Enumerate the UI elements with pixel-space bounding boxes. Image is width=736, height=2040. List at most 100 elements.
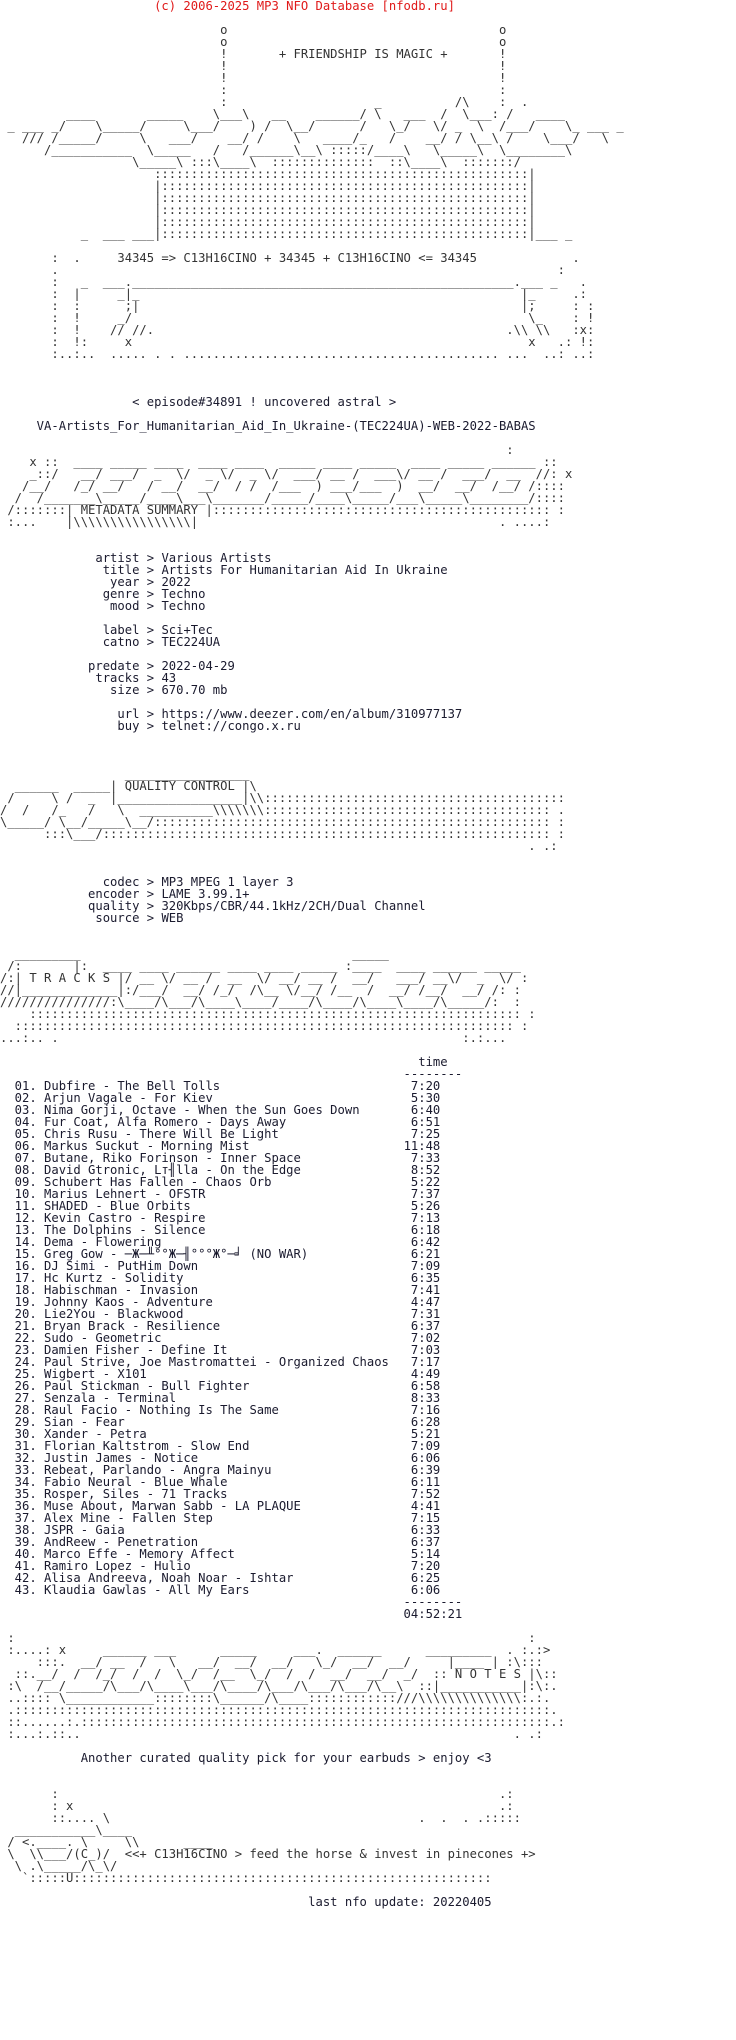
- track-title: 14. Dema - Flowering: [0, 1235, 162, 1249]
- track-row: 02. Arjun Vagale - For Kiev 5:30: [0, 1091, 441, 1105]
- track-duration: 5:14: [234, 1547, 441, 1561]
- track-duration: 6:06: [198, 1451, 441, 1465]
- track-row: 16. DJ Simi - PutHim Down 7:09: [0, 1259, 441, 1273]
- track-title: 37. Alex Mine - Fallen Step: [0, 1511, 213, 1525]
- ascii-art-footer: : .:: [0, 1787, 514, 1801]
- field-value: Artists For Humanitarian Aid In Ukraine: [161, 563, 448, 577]
- track-title: 13. The Dolphins - Silence: [0, 1223, 206, 1237]
- track-title: 32. Justin James - Notice: [0, 1451, 199, 1465]
- track-title: 33. Rebeat, Parlando - Angra Mainyu: [0, 1463, 272, 1477]
- ascii-art-logo: : | _|_ |_ .:: [0, 287, 587, 301]
- track-row: 38. JSPR - Gaia 6:33: [0, 1523, 441, 1537]
- track-duration: 7:17: [388, 1355, 441, 1369]
- track-title: 21. Bryan Brack - Resilience: [0, 1319, 221, 1333]
- field-value: TEC224UA: [161, 635, 221, 649]
- ascii-art-footer: \ \\___/(C_)/ <<+ C13H16CINO > feed the …: [0, 1847, 536, 1861]
- field-title: title > Artists For Humanitarian Aid In …: [0, 563, 448, 577]
- track-title: 09. Schubert Has Fallen - Chaos Orb: [0, 1175, 272, 1189]
- field-label: year >: [0, 575, 162, 589]
- track-title: 02. Arjun Vagale - For Kiev: [0, 1091, 213, 1105]
- track-title: 22. Sudo - Geometric: [0, 1331, 162, 1345]
- track-title: 20. Lie2You - Blackwood: [0, 1307, 184, 1321]
- field-value: MP3 MPEG 1 layer 3: [161, 875, 294, 889]
- track-row: 27. Senzala - Terminal 8:33: [0, 1391, 441, 1405]
- track-row: 37. Alex Mine - Fallen Step 7:15: [0, 1511, 441, 1525]
- track-title: 29. Sian - Fear: [0, 1415, 125, 1429]
- track-row: 10. Marius Lehnert - OFSTR 7:37: [0, 1187, 441, 1201]
- ascii-art-logo: _ ___ ___|::::::::::::::::::::::::::::::…: [0, 227, 573, 241]
- ascii-art-logo: : _ ___.________________________________…: [0, 275, 587, 289]
- track-row: 18. Habischman - Invasion 7:41: [0, 1283, 441, 1297]
- ascii-art-metadata: /__/ /_/ __/ / __/ __/ / / /___ ) ___/__…: [0, 479, 565, 493]
- track-duration: 7:31: [183, 1307, 441, 1321]
- field-codec: codec > MP3 MPEG 1 layer 3: [0, 875, 294, 889]
- track-duration: 6:21: [308, 1247, 441, 1261]
- track-row: 42. Alisa Andreeva, Noah Noar - Ishtar 6…: [0, 1571, 441, 1585]
- track-title: 04. Fur Coat, Alfa Romero - Days Away: [0, 1115, 287, 1129]
- field-buy: buy > telnet://congo.x.ru: [0, 719, 301, 733]
- track-duration: 6:11: [227, 1475, 441, 1489]
- ascii-art-logo: : ! // //. .\\ \\ :x:: [0, 323, 595, 337]
- ascii-art-logo: |:::::::::::::::::::::::::::::::::::::::…: [0, 179, 536, 193]
- track-title: 27. Senzala - Terminal: [0, 1391, 177, 1405]
- track-duration: 5:26: [190, 1199, 441, 1213]
- field-label: encoder >: [0, 887, 162, 901]
- field-label: label > Sci+Tec: [0, 623, 213, 637]
- ascii-art-logo: \_____\ :::\____\ :::::::::::::: ::\____…: [0, 155, 543, 169]
- track-row: 41. Ramiro Lopez - Hulio 7:20: [0, 1559, 441, 1573]
- track-row: 20. Lie2You - Blackwood 7:31: [0, 1307, 441, 1321]
- track-duration: 6:39: [271, 1463, 441, 1477]
- ascii-art-logo: : : ;| |; : :: [0, 299, 595, 313]
- ascii-art-tracks: /:| T R A C K S |/ __ \/ __ / __ \/ __/ …: [0, 971, 529, 985]
- ascii-art-footer: ::.... \ . . . .:::::: [0, 1811, 521, 1825]
- ascii-art-logo: ! + FRIENDSHIP IS MAGIC + !: [0, 47, 595, 61]
- ascii-art-quality-control: / \ / _ |_________________|\\:::::::::::…: [0, 791, 565, 805]
- ascii-art-quality-control: _________________: [0, 767, 250, 781]
- track-duration: 6:42: [161, 1235, 441, 1249]
- field-year: year > 2022: [0, 575, 191, 589]
- track-duration: 11:48: [249, 1139, 441, 1153]
- total-rule: --------: [0, 1595, 463, 1609]
- last-update: last nfo update: 20220405: [0, 1895, 492, 1909]
- field-label: catno >: [0, 635, 162, 649]
- track-duration: 7:03: [227, 1343, 441, 1357]
- ascii-art-notes: :...:.::.. . .:: [0, 1727, 543, 1741]
- track-title: 40. Marco Effe - Memory Affect: [0, 1547, 235, 1561]
- track-duration: 7:16: [278, 1403, 441, 1417]
- field-value: WEB: [161, 911, 184, 925]
- ascii-art-logo: /// /_____/ \ ___/ __/ / \ ____/_ / __/ …: [0, 131, 617, 145]
- ascii-art-footer: : x .:: [0, 1799, 514, 1813]
- ascii-art-footer: `:::::U:::::::::::::::::::::::::::::::::…: [0, 1871, 492, 1885]
- track-duration: 5:22: [271, 1175, 441, 1189]
- ascii-art-notes: :\ /__/_____/\___/\____\___/\____/\___/\…: [0, 1679, 558, 1693]
- episode-line: < episode#34891 ! uncovered astral >: [0, 395, 397, 409]
- ascii-art-notes: ..:::: \____________::::::::\______/\___…: [0, 1691, 551, 1705]
- track-duration: 6:51: [286, 1115, 441, 1129]
- track-title: 06. Markus Suckut - Morning Mist: [0, 1139, 250, 1153]
- field-label: url >: [0, 707, 162, 721]
- track-duration: 6:35: [183, 1271, 441, 1285]
- nfo-text: (c) 2006-2025 MP3 NFO Database [nfodb.ru…: [0, 0, 624, 1908]
- field-value: LAME 3.99.1+: [161, 887, 250, 901]
- track-duration: 6:37: [220, 1319, 441, 1333]
- field-value: telnet://congo.x.ru: [161, 719, 301, 733]
- field-label: predate >: [0, 659, 162, 673]
- tracks-time-header: time: [0, 1055, 448, 1069]
- track-row: 17. Hc Kurtz - Solidity 6:35: [0, 1271, 441, 1285]
- track-duration: 8:52: [300, 1163, 441, 1177]
- field-value: 670.70 mb: [161, 683, 228, 697]
- field-label: codec >: [0, 875, 162, 889]
- ascii-art-quality-control: :::\___/::::::::::::::::::::::::::::::::…: [0, 827, 565, 841]
- track-row: 24. Paul Strive, Joe Mastromattei - Orga…: [0, 1355, 441, 1369]
- track-title: 38. JSPR - Gaia: [0, 1523, 125, 1537]
- field-value: 2022-04-29: [161, 659, 235, 673]
- field-label: genre >: [0, 587, 162, 601]
- track-row: 03. Nima Gorji, Octave - When the Sun Go…: [0, 1103, 441, 1117]
- ascii-art-tracks: /: |: ____ ____ ______ ____ ____ _____ :…: [0, 959, 529, 973]
- copyright-banner: (c) 2006-2025 MP3 NFO Database [nfodb.ru…: [0, 0, 455, 13]
- track-row: 07. Butane, Riko Forinson - Inner Space …: [0, 1151, 441, 1165]
- track-row: 14. Dema - Flowering 6:42: [0, 1235, 441, 1249]
- ascii-art-tracks: ::::::::::::::::::::::::::::::::::::::::…: [0, 1007, 536, 1021]
- track-row: 25. Wigbert - X101 4:49: [0, 1367, 441, 1381]
- track-row: 06. Markus Suckut - Morning Mist 11:48: [0, 1139, 441, 1153]
